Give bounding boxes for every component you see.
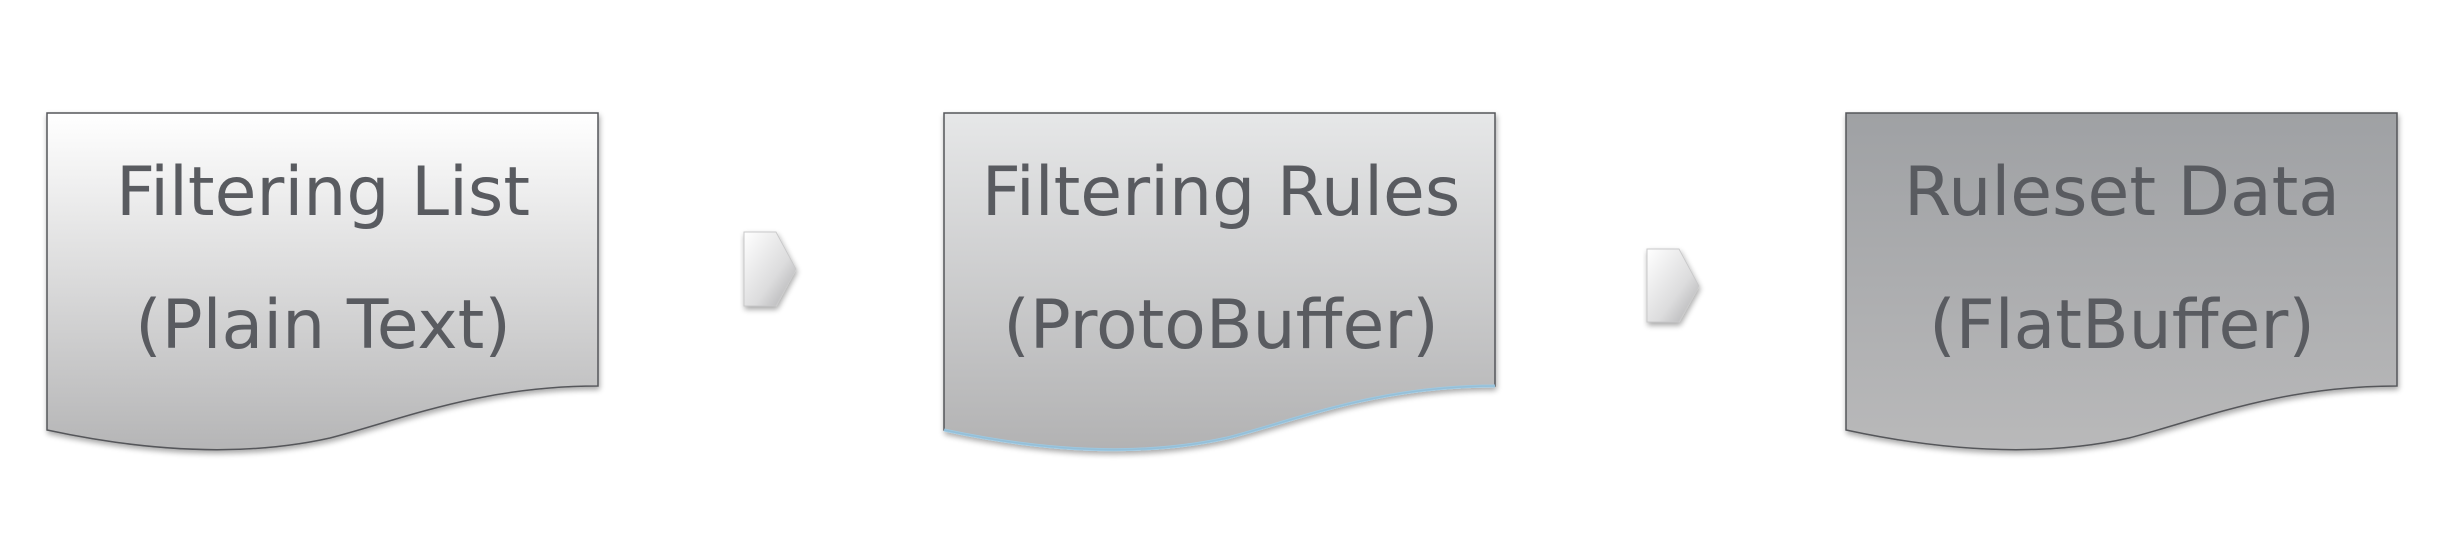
- node-filtering-list-title: Filtering List: [116, 153, 530, 232]
- node-filtering-rules-subtitle: (ProtoBuffer): [1003, 286, 1439, 365]
- document-shape: [46, 112, 599, 451]
- node-ruleset-data-title: Ruleset Data: [1904, 153, 2340, 232]
- document-shape: [1845, 112, 2398, 451]
- node-ruleset-data: [1845, 112, 2398, 451]
- selection-highlight: [943, 384, 1496, 452]
- node-filtering-list: [46, 112, 599, 451]
- node-filtering-rules-title: Filtering Rules: [982, 153, 1461, 232]
- node-ruleset-data-subtitle: (FlatBuffer): [1929, 286, 2315, 365]
- node-filtering-list-subtitle: (Plain Text): [135, 286, 511, 365]
- node-filtering-rules: [943, 112, 1496, 452]
- arrow-1: [743, 231, 797, 307]
- arrow-2: [1646, 248, 1700, 323]
